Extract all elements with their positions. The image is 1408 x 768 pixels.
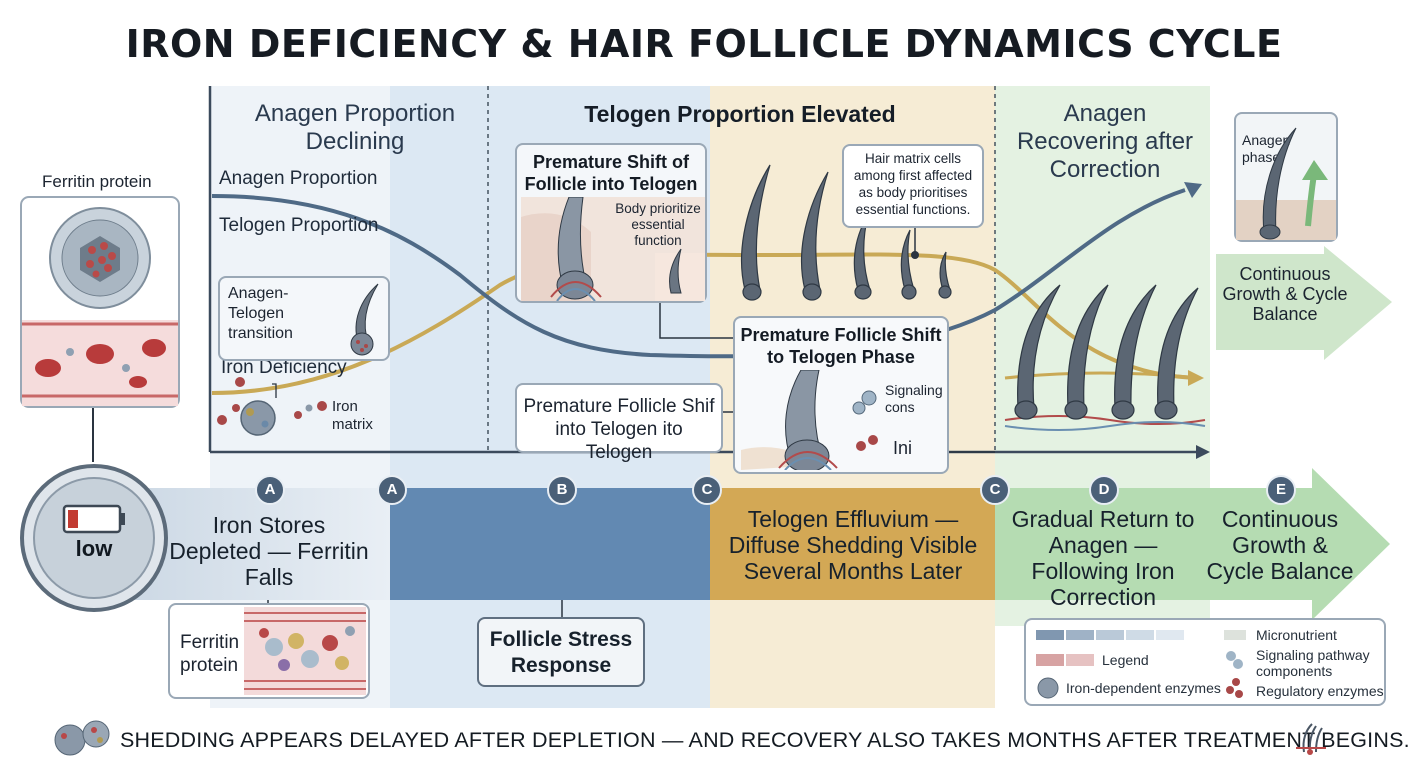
telogen-curve — [211, 252, 1201, 395]
legend-micronutrient: Micronutrient — [1256, 627, 1337, 643]
telogen-follicles — [740, 164, 952, 301]
iron-molecules — [217, 377, 327, 436]
stage-text-d: Gradual Return to Anagen — Following Iro… — [1011, 506, 1195, 610]
legend-icons — [1226, 651, 1243, 698]
battery-label: low — [75, 536, 113, 561]
stage-text-b: Follicle Stress Response — [477, 617, 645, 687]
series-label-iron: Iron Deficiency — [221, 357, 347, 378]
transition-callout: Anagen-Telogen transition — [218, 276, 390, 361]
stage-text-a: Iron Stores Depleted — Ferritin Falls — [169, 512, 369, 590]
page-title: IRON DEFICIENCY & HAIR FOLLICLE DYNAMICS… — [125, 22, 1283, 66]
stage-badge-c1: C — [692, 475, 722, 505]
ferritin-vessel-icon — [244, 607, 366, 695]
footer-text: SHEDDING APPEARS DELAYED AFTER DEPLETION… — [120, 728, 1408, 752]
anagen-phase-box: Anagen phase — [1234, 112, 1338, 242]
premature-shift-title: Premature Shift of Follicle into Telogen — [524, 152, 698, 194]
anagen-phase-icon — [1236, 127, 1336, 240]
legend-iron-enzymes: Iron-dependent enzymes — [1066, 680, 1221, 696]
iron-matrix-label: Iron matrix — [332, 398, 373, 433]
series-label-telogen: Telogen Proportion — [219, 215, 379, 236]
anagen-curve-arrow — [1184, 182, 1202, 198]
continuous-top-label: Continuous Growth & Cycle Balance — [1222, 264, 1348, 324]
label-anagen-declining: Anagen Proportion Declining — [254, 100, 456, 155]
body-prioritize-label: Body prioritize essential function — [615, 201, 701, 248]
continuous-arrow-top — [1216, 246, 1392, 360]
follicle-shift-callout: Premature Follicle Shift to Telogen Phas… — [733, 316, 949, 474]
stage-badge-d: D — [1089, 475, 1119, 505]
follicle-shift-icon — [741, 370, 878, 470]
stage-badge-e: E — [1266, 475, 1296, 505]
transition-follicle-icon — [350, 283, 379, 356]
micronutrient-swatch — [1224, 630, 1246, 640]
series-label-anagen: Anagen Proportion — [219, 168, 378, 189]
stage-row — [100, 468, 1390, 620]
anagen-curve — [211, 188, 1186, 359]
legend-title: Legend — [1102, 652, 1149, 668]
ferritin-box-label: Ferritin protein — [180, 632, 240, 676]
stage-text-e: Continuous Growth & Cycle Balance — [1206, 506, 1354, 584]
stage-badge-c2: C — [980, 475, 1010, 505]
label-anagen-recovering: Anagen Recovering after Correction — [1016, 100, 1194, 183]
legend-box: Legend Micronutrient Signaling pathway c… — [1024, 618, 1386, 706]
footer-follicle-icon — [1296, 723, 1326, 755]
ini-label: Ini — [893, 438, 913, 458]
x-axis-arrow — [1196, 445, 1210, 459]
stage-badge-a1: A — [255, 475, 285, 505]
transition-text: Anagen-Telogen transition — [228, 285, 293, 342]
follicle-cross-section-icon — [521, 197, 705, 301]
matrix-cells-callout: Hair matrix cells among first affected a… — [842, 144, 984, 228]
legend-signaling: Signaling pathway components — [1256, 647, 1370, 679]
iron-enzyme-icon — [1037, 677, 1059, 699]
legend-swatches — [1036, 630, 1184, 666]
iron-stores-circle — [20, 464, 168, 612]
label-telogen-elevated: Telogen Proportion Elevated — [584, 101, 896, 127]
stage-badge-a2: A — [377, 475, 407, 505]
ferritin-blood-panel — [20, 196, 180, 408]
footer-molecule-icon — [54, 720, 110, 756]
ferritin-protein-box: Ferritin protein — [168, 603, 370, 699]
premature-shif-box: Premature Follicle Shif into Telogen ito… — [515, 383, 723, 463]
ferritin-title: Ferritin protein — [42, 172, 152, 191]
stage-text-c: Telogen Effluvium — Diffuse Shedding Vis… — [728, 506, 978, 584]
signaling-label: Signaling cons — [885, 382, 943, 415]
stage-badge-b: B — [547, 475, 577, 505]
anagen-follicles — [1004, 284, 1206, 431]
leader-1 — [659, 298, 738, 339]
premature-shift-callout: Premature Shift of Follicle into Telogen… — [515, 143, 707, 303]
follicle-shift-title: Premature Follicle Shift to Telogen Phas… — [740, 325, 942, 367]
legend-regulatory: Regulatory enzymes — [1256, 683, 1384, 699]
anagen-phase-label: Anagen phase — [1242, 132, 1291, 165]
